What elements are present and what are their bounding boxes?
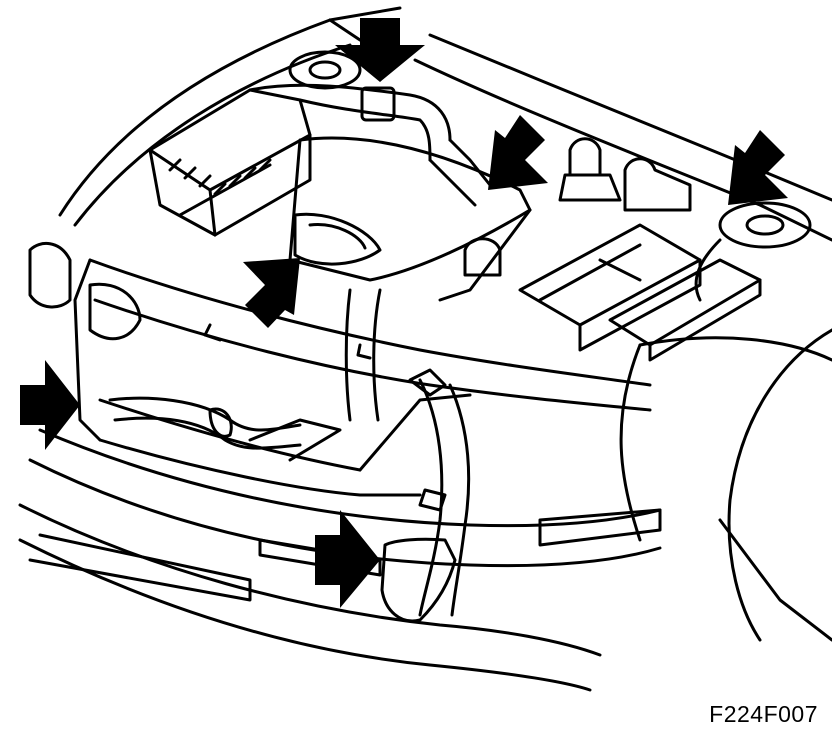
intake-clamp-arrow xyxy=(488,115,548,190)
center-duct-arrow xyxy=(243,258,300,328)
fuse-box xyxy=(608,258,762,362)
intake-hose xyxy=(248,83,492,207)
reservoirs xyxy=(463,137,692,277)
air-hose-top-arrow xyxy=(335,18,425,82)
right-fender xyxy=(619,328,832,642)
left-headlamp xyxy=(28,241,142,341)
engine-cover xyxy=(288,136,532,302)
lower-air-duct xyxy=(344,288,471,623)
figure-code-label: F224F007 xyxy=(709,701,818,727)
lower-radiator-hose xyxy=(108,396,342,462)
hood-outline xyxy=(58,6,832,242)
lower-hose-arrow xyxy=(315,510,380,608)
radiator-support xyxy=(73,258,652,497)
right-strut-arrow xyxy=(728,130,788,205)
left-bumper-arrow xyxy=(20,360,80,450)
air-cleaner-box xyxy=(148,88,312,237)
